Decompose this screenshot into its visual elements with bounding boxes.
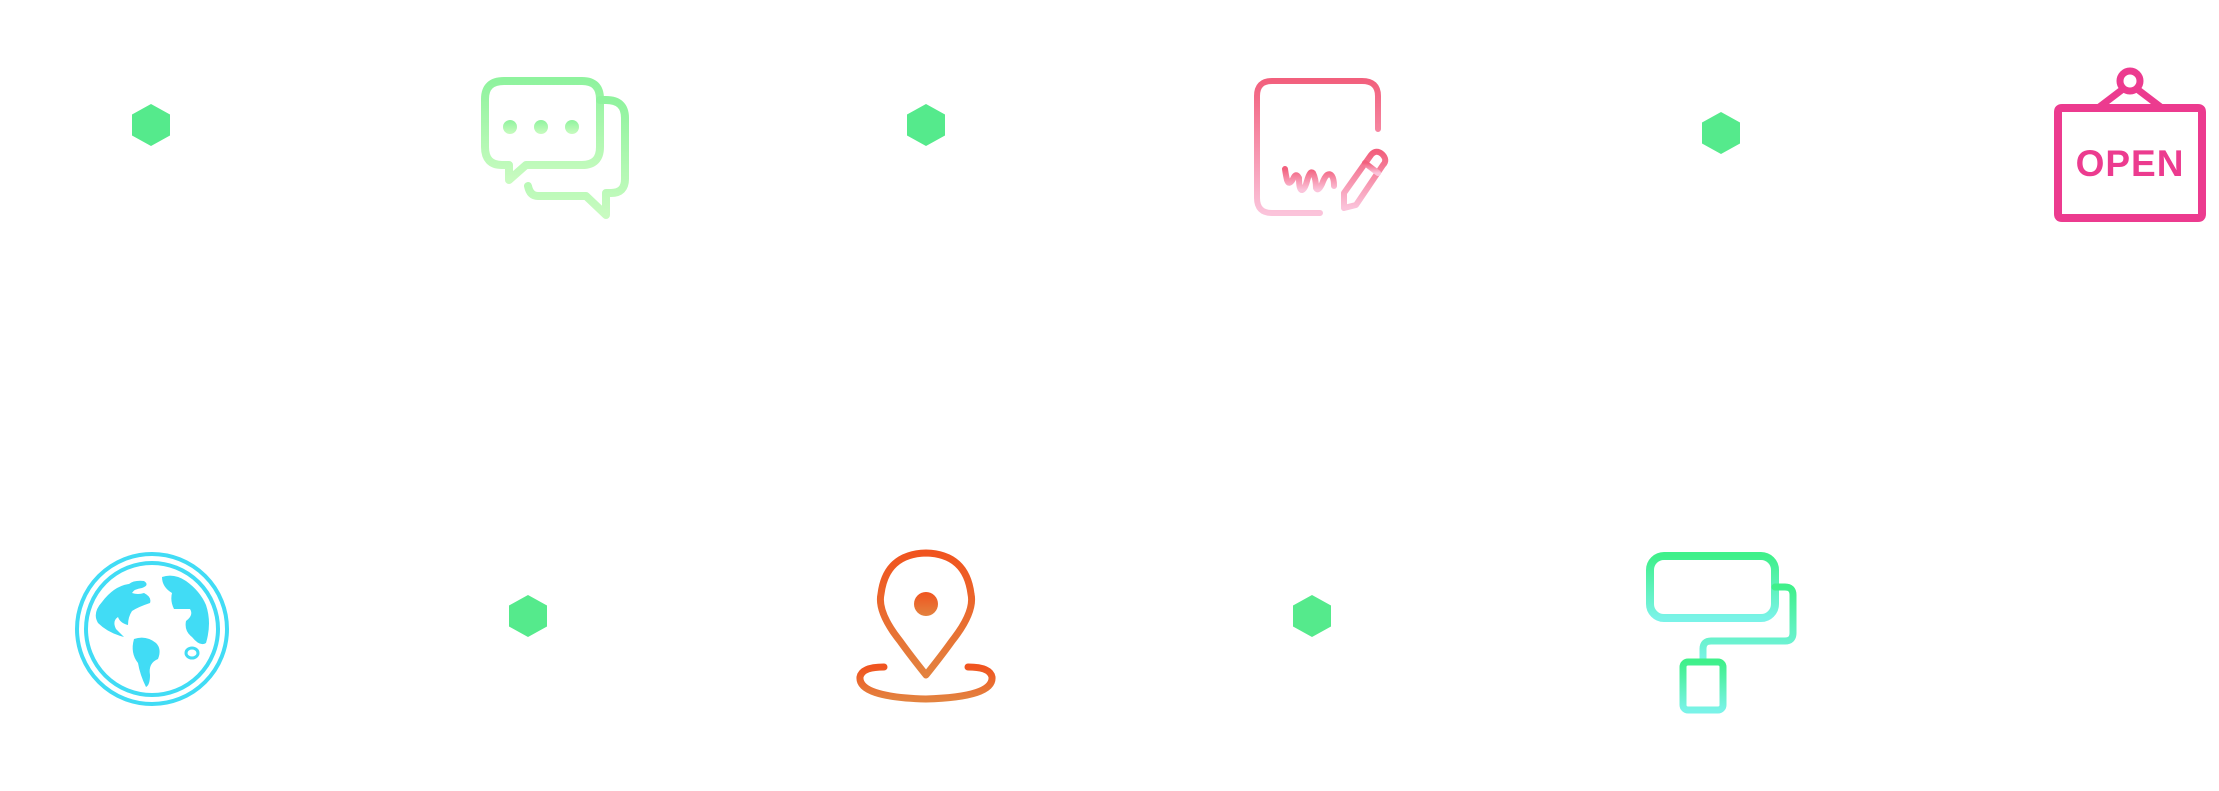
globe-icon [74, 551, 230, 707]
open-sign-icon: OPEN [2054, 65, 2206, 222]
hexagon-icon [906, 103, 946, 147]
hexagon-icon [508, 594, 548, 638]
hexagon-icon [1292, 594, 1332, 638]
signed-document-icon [1252, 76, 1392, 218]
sign-label: OPEN [2076, 143, 2185, 184]
paint-roller-icon [1645, 551, 1798, 714]
hexagon-icon [1701, 111, 1741, 155]
hexagon-icon [131, 103, 171, 147]
chat-bubbles-icon [480, 76, 630, 219]
map-pin-icon [856, 549, 996, 706]
